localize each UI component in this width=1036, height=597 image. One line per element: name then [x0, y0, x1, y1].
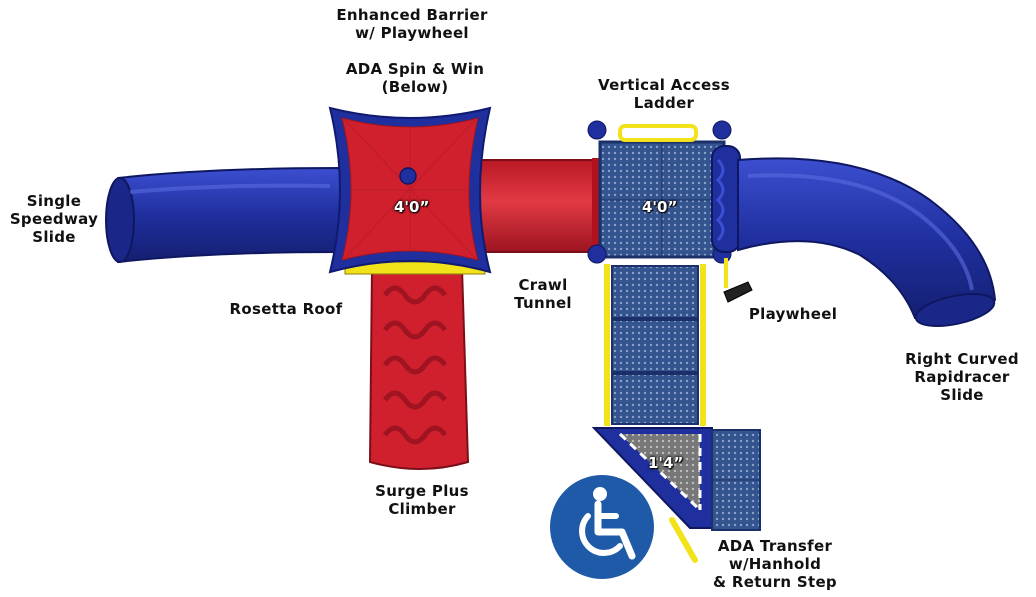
label-line: Single: [26, 192, 82, 210]
label-line: Rosetta Roof: [229, 300, 343, 318]
crawl-tunnel: [469, 158, 606, 254]
dimension-right-deck: 4'0”: [642, 198, 678, 216]
label-surge-plus-climber: Surge Plus Climber: [360, 482, 484, 518]
label-line: Climber: [388, 500, 456, 518]
label-single-speedway-slide: Single Speedway Slide: [2, 192, 106, 246]
wheelchair-icon: [545, 470, 659, 584]
label-line: ADA Spin & Win: [345, 60, 485, 78]
label-vertical-access-ladder: Vertical Access Ladder: [580, 76, 748, 112]
label-line: Slide: [940, 386, 984, 404]
enhanced-barrier: [711, 145, 741, 253]
label-line: Surge Plus: [375, 482, 469, 500]
right-curved-rapidracer-slide: [737, 157, 997, 328]
label-line: (Below): [381, 78, 449, 96]
label-playwheel: Playwheel: [740, 305, 846, 323]
label-line: & Return Step: [713, 573, 837, 591]
label-enhanced-barrier: Enhanced Barrier w/ Playwheel: [322, 6, 502, 42]
label-line: ADA Transfer: [717, 537, 833, 555]
label-line: Enhanced Barrier: [336, 6, 488, 24]
surge-plus-climber: [344, 261, 486, 470]
label-line: Vertical Access: [598, 76, 730, 94]
label-ada-spin-win: ADA Spin & Win (Below): [330, 60, 500, 96]
label-line: Playwheel: [748, 305, 838, 323]
steps: [604, 264, 706, 426]
label-line: w/ Playwheel: [355, 24, 469, 42]
label-line: Slide: [32, 228, 76, 246]
label-line: Rapidracer: [914, 368, 1010, 386]
label-line: Ladder: [633, 94, 695, 112]
label-line: Tunnel: [514, 294, 572, 312]
label-line: Crawl: [518, 276, 568, 294]
label-right-curved-rapidracer-slide: Right Curved Rapidracer Slide: [898, 350, 1026, 404]
rosetta-roof: [328, 106, 492, 274]
label-rosetta-roof: Rosetta Roof: [216, 300, 356, 318]
label-line: w/Hanhold: [728, 555, 822, 573]
label-ada-transfer: ADA Transfer w/Hanhold & Return Step: [700, 537, 850, 591]
right-deck: [587, 120, 732, 264]
single-speedway-slide: [105, 166, 341, 264]
playwheel: [723, 258, 753, 303]
dimension-transfer-deck: 1'4”: [648, 454, 684, 472]
label-line: Right Curved: [905, 350, 1019, 368]
ada-transfer-platform: [591, 427, 761, 563]
label-crawl-tunnel: Crawl Tunnel: [496, 276, 590, 312]
dimension-left-deck: 4'0”: [394, 198, 430, 216]
label-line: Speedway: [9, 210, 99, 228]
